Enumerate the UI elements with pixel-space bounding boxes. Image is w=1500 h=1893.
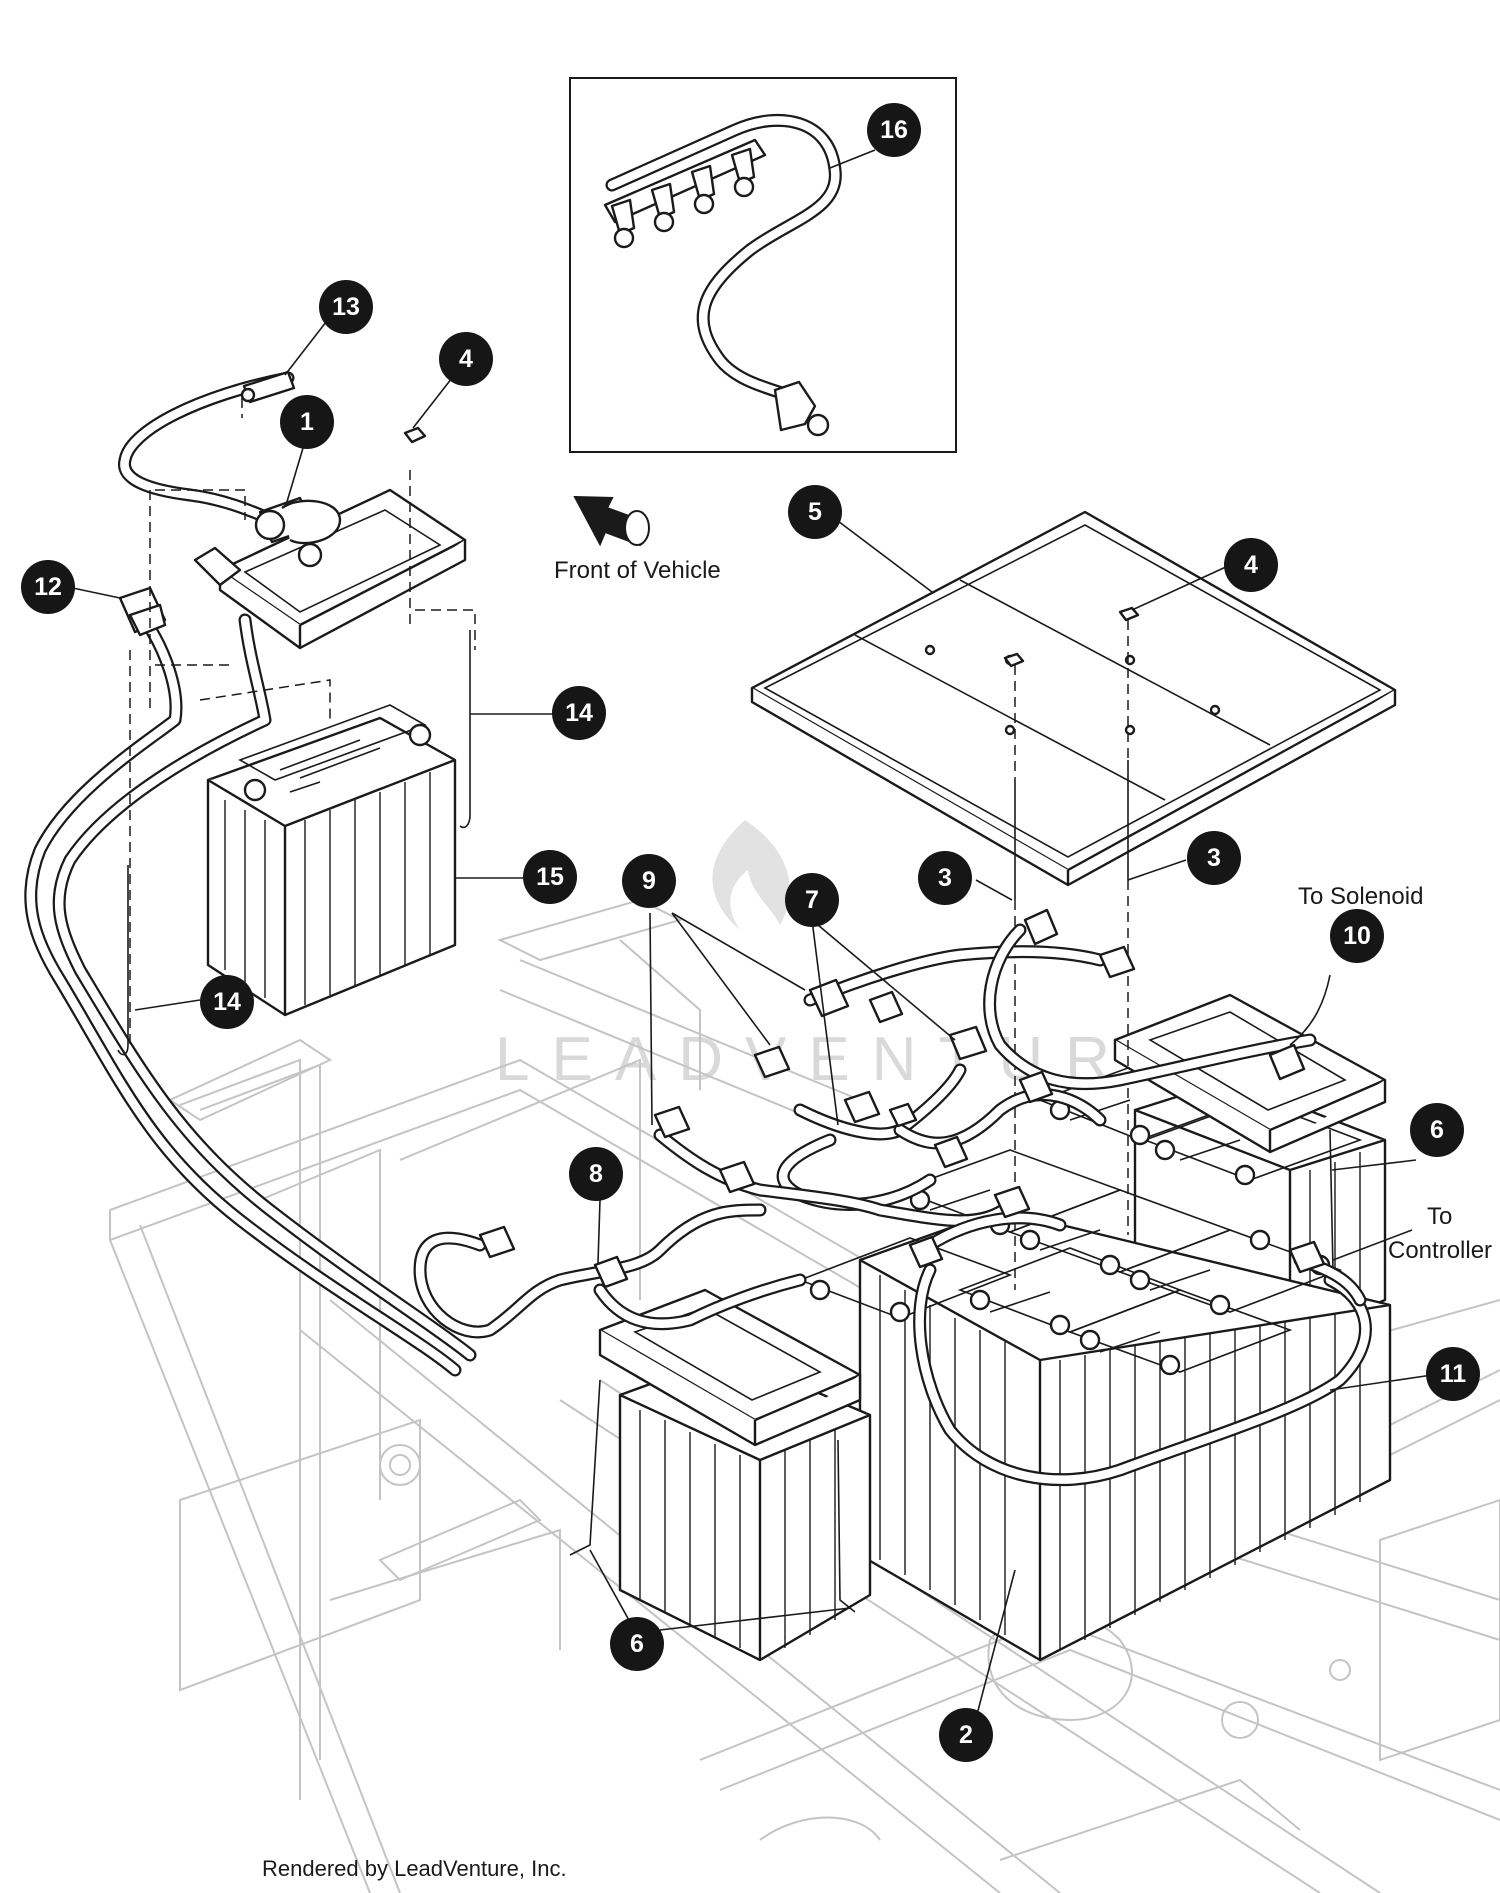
callout-4a[interactable]: 4 <box>439 332 493 386</box>
interconnect-cables <box>413 908 1372 1487</box>
callout-6b[interactable]: 6 <box>610 1617 664 1671</box>
svg-text:5: 5 <box>808 498 822 526</box>
leader-lines <box>67 312 1433 1723</box>
battery-pack-2 <box>797 1059 1392 1662</box>
single-battery-15 <box>206 704 457 1017</box>
callout-12[interactable]: 12 <box>21 560 75 614</box>
svg-text:6: 6 <box>630 1630 644 1658</box>
callout-10[interactable]: 10 <box>1330 909 1384 963</box>
callout-13[interactable]: 13 <box>319 280 373 334</box>
callout-3b[interactable]: 3 <box>1187 831 1241 885</box>
svg-text:3: 3 <box>938 864 952 892</box>
svg-text:13: 13 <box>332 293 360 321</box>
svg-text:14: 14 <box>565 699 593 727</box>
to-controller-label-line2: Controller <box>1388 1237 1492 1264</box>
svg-text:12: 12 <box>34 573 62 601</box>
battery-cover-5 <box>750 510 1397 887</box>
svg-text:14: 14 <box>213 988 241 1016</box>
callout-2[interactable]: 2 <box>939 1708 993 1762</box>
battery-cable-assembly-16 <box>603 113 842 437</box>
svg-text:4: 4 <box>1244 551 1258 579</box>
callout-6a[interactable]: 6 <box>1410 1103 1464 1157</box>
callout-8[interactable]: 8 <box>569 1147 623 1201</box>
callout-14a[interactable]: 14 <box>552 686 606 740</box>
svg-text:9: 9 <box>642 867 656 895</box>
svg-text:6: 6 <box>1430 1116 1444 1144</box>
callout-7[interactable]: 7 <box>785 873 839 927</box>
nut-4-cover <box>1003 606 1140 668</box>
terminal-row <box>610 147 756 249</box>
svg-text:10: 10 <box>1343 922 1371 950</box>
callout-5[interactable]: 5 <box>788 485 842 539</box>
hold-down-bracket-back <box>1113 993 1387 1154</box>
front-of-vehicle-label: Front of Vehicle <box>554 557 721 584</box>
callout-16[interactable]: 16 <box>867 103 921 157</box>
nut-4-left <box>403 426 427 444</box>
svg-text:11: 11 <box>1440 1360 1467 1388</box>
battery-cable-13 <box>118 370 296 532</box>
positive-cable-12 <box>24 586 477 1377</box>
hold-down-bracket-single <box>193 488 467 650</box>
cable-connectors <box>478 908 1326 1289</box>
callout-11[interactable]: 11 <box>1426 1347 1480 1401</box>
watermark-flame-icon <box>712 820 790 930</box>
svg-text:8: 8 <box>589 1160 603 1188</box>
callout-9[interactable]: 9 <box>622 854 676 908</box>
svg-text:3: 3 <box>1207 844 1221 872</box>
svg-text:4: 4 <box>459 345 473 373</box>
svg-text:1: 1 <box>300 408 314 436</box>
callout-1[interactable]: 1 <box>280 395 334 449</box>
battery-cable-1 <box>254 496 342 568</box>
hold-down-rods-14 <box>117 630 471 1056</box>
to-solenoid-label: To Solenoid <box>1298 883 1423 910</box>
front-left-battery <box>598 1288 872 1662</box>
callout-14b[interactable]: 14 <box>200 975 254 1029</box>
inset-panel <box>569 77 957 453</box>
to-controller-label-line1: To <box>1427 1203 1452 1230</box>
svg-text:15: 15 <box>536 863 564 891</box>
svg-text:7: 7 <box>805 886 819 914</box>
footer-credit: Rendered by LeadVenture, Inc. <box>262 1856 567 1881</box>
svg-text:2: 2 <box>959 1721 973 1749</box>
svg-text:16: 16 <box>880 116 908 144</box>
front-of-vehicle-indicator: Front of Vehicle <box>554 495 721 584</box>
alignment-lines-left <box>129 398 476 1045</box>
callout-3a[interactable]: 3 <box>918 851 972 905</box>
callout-15[interactable]: 15 <box>523 850 577 904</box>
callout-4b[interactable]: 4 <box>1224 538 1278 592</box>
